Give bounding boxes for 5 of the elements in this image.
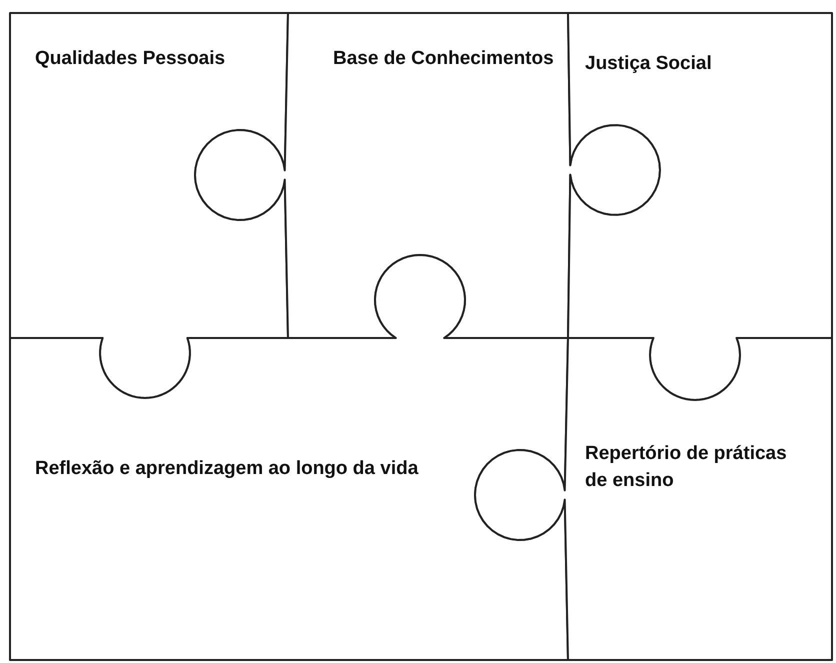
piece-label: Base de Conhecimentos (333, 47, 555, 71)
piece-label: Qualidades Pessoais (35, 47, 226, 71)
piece-label: Reflexão e aprendizagem ao longo da vida (35, 457, 420, 481)
piece-label: Justiça Social (585, 52, 713, 76)
piece-label: Repertório de práticas de ensino (585, 442, 788, 493)
